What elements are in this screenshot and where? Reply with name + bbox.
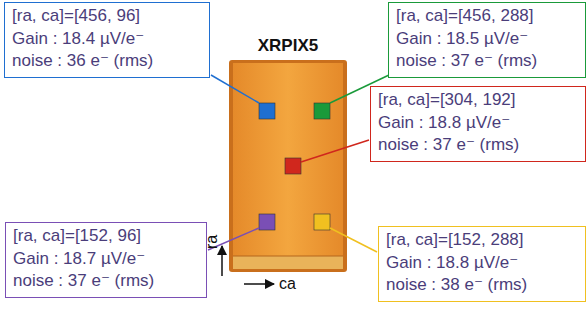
pixel-marker <box>285 158 301 174</box>
callout-text: Gain : 18.4 µV/e⁻ <box>12 28 202 51</box>
chip-pad-strip <box>233 256 343 269</box>
callout-text: [ra, ca]=[304, 192] <box>378 89 578 112</box>
pixel-marker <box>259 214 275 230</box>
callout-text: noise : 37 e⁻ (rms) <box>13 270 199 293</box>
callout-text: noise : 36 e⁻ (rms) <box>12 50 202 73</box>
callout-text: Gain : 18.8 µV/e⁻ <box>386 252 578 275</box>
callout-box: [ra, ca]=[152, 288]Gain : 18.8 µV/e⁻nois… <box>378 226 586 302</box>
pixel-marker <box>314 214 330 230</box>
leader-line <box>301 140 369 162</box>
axis-label: ca <box>279 275 296 293</box>
callout-text: Gain : 18.8 µV/e⁻ <box>378 112 578 135</box>
callout-text: [ra, ca]=[456, 288] <box>396 5 578 28</box>
chip-frame <box>229 60 347 272</box>
callout-text: noise : 38 e⁻ (rms) <box>386 274 578 297</box>
callout-text: [ra, ca]=[152, 96] <box>13 225 199 248</box>
leader-line <box>330 228 377 252</box>
chip-die <box>233 63 343 256</box>
leader-line <box>211 75 259 103</box>
callout-text: noise : 37 e⁻ (rms) <box>378 134 578 157</box>
callout-text: [ra, ca]=[152, 288] <box>386 229 578 252</box>
pixel-marker <box>259 103 275 119</box>
callout-box: [ra, ca]=[152, 96]Gain : 18.7 µV/e⁻noise… <box>5 222 207 298</box>
callout-text: Gain : 18.7 µV/e⁻ <box>13 248 199 271</box>
chip-edge <box>233 256 343 257</box>
callout-box: [ra, ca]=[456, 96]Gain : 18.4 µV/e⁻noise… <box>4 2 210 78</box>
callout-box: [ra, ca]=[456, 288]Gain : 18.5 µV/e⁻nois… <box>388 2 586 78</box>
callout-text: Gain : 18.5 µV/e⁻ <box>396 28 578 51</box>
callout-box: [ra, ca]=[304, 192]Gain : 18.8 µV/e⁻nois… <box>370 86 586 162</box>
callout-text: noise : 37 e⁻ (rms) <box>396 50 578 73</box>
axis-label: ra <box>203 235 221 249</box>
axis-arrow <box>221 246 223 276</box>
axis-arrow <box>244 283 274 285</box>
pixel-marker <box>314 103 330 119</box>
chip-title: XRPIX5 <box>258 36 318 56</box>
callout-text: [ra, ca]=[456, 96] <box>12 5 202 28</box>
